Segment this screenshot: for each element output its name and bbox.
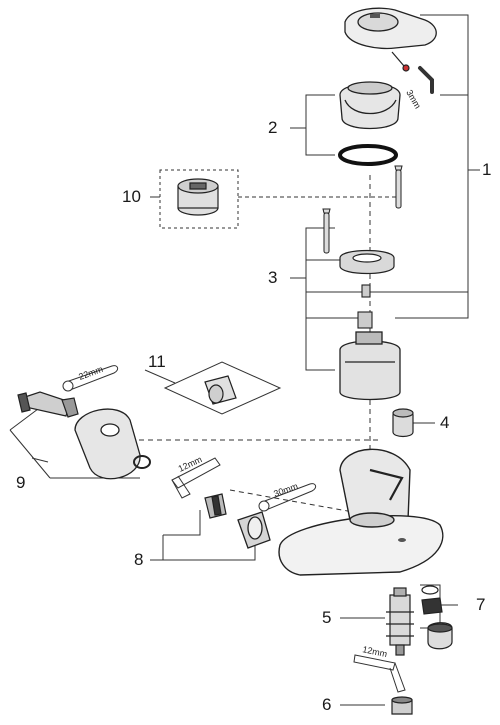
- allen-key-3mm-icon: [418, 66, 434, 94]
- grub-screw: [391, 51, 410, 72]
- callout-6: 6: [322, 695, 332, 714]
- mounting-screws: [322, 165, 403, 254]
- callout-5: 5: [322, 608, 332, 627]
- callout-3: 3: [268, 268, 278, 287]
- mixer-body: [278, 448, 444, 576]
- wrench-22mm-icon: [62, 365, 119, 392]
- allen-key-12mm-lower-icon: [353, 654, 406, 693]
- union-nut: [237, 511, 271, 549]
- allen-key-3mm-label: 3mm: [404, 88, 423, 110]
- wrench-22mm-label: 22mm: [77, 364, 104, 382]
- callout-10: 10: [122, 187, 141, 206]
- cover-cap: [339, 81, 401, 130]
- ceramic-cartridge: [339, 331, 401, 401]
- aerator-parts: [421, 585, 453, 650]
- callout-9: 9: [16, 473, 26, 492]
- wall-union-connector: [17, 391, 79, 418]
- lever-handle: [344, 7, 437, 50]
- allen-key-12mm-icon: [171, 457, 221, 499]
- aerator-insert: [391, 696, 413, 715]
- cartridge-clamp-ring: [339, 249, 395, 275]
- rosette-washer: [133, 455, 151, 469]
- wall-rosette: [74, 408, 141, 480]
- check-valve: [204, 375, 237, 405]
- callout-8: 8: [134, 550, 144, 569]
- flow-limiter-insert: [177, 178, 219, 216]
- wrench-30mm-label: 30mm: [272, 481, 299, 499]
- callout-4: 4: [440, 413, 450, 432]
- diverter-cartridge: [386, 587, 414, 656]
- wrench-30mm-icon: [258, 483, 317, 512]
- callout-leader-lines: [9, 14, 480, 706]
- callout-1: 1: [482, 160, 492, 179]
- connector-nipple: [204, 493, 227, 519]
- plug-cap: [392, 408, 414, 438]
- o-ring: [338, 144, 398, 166]
- callout-2: 2: [268, 118, 278, 137]
- cartridge-small-parts: [357, 284, 373, 329]
- callout-11: 11: [148, 352, 166, 371]
- callout-7: 7: [476, 595, 486, 614]
